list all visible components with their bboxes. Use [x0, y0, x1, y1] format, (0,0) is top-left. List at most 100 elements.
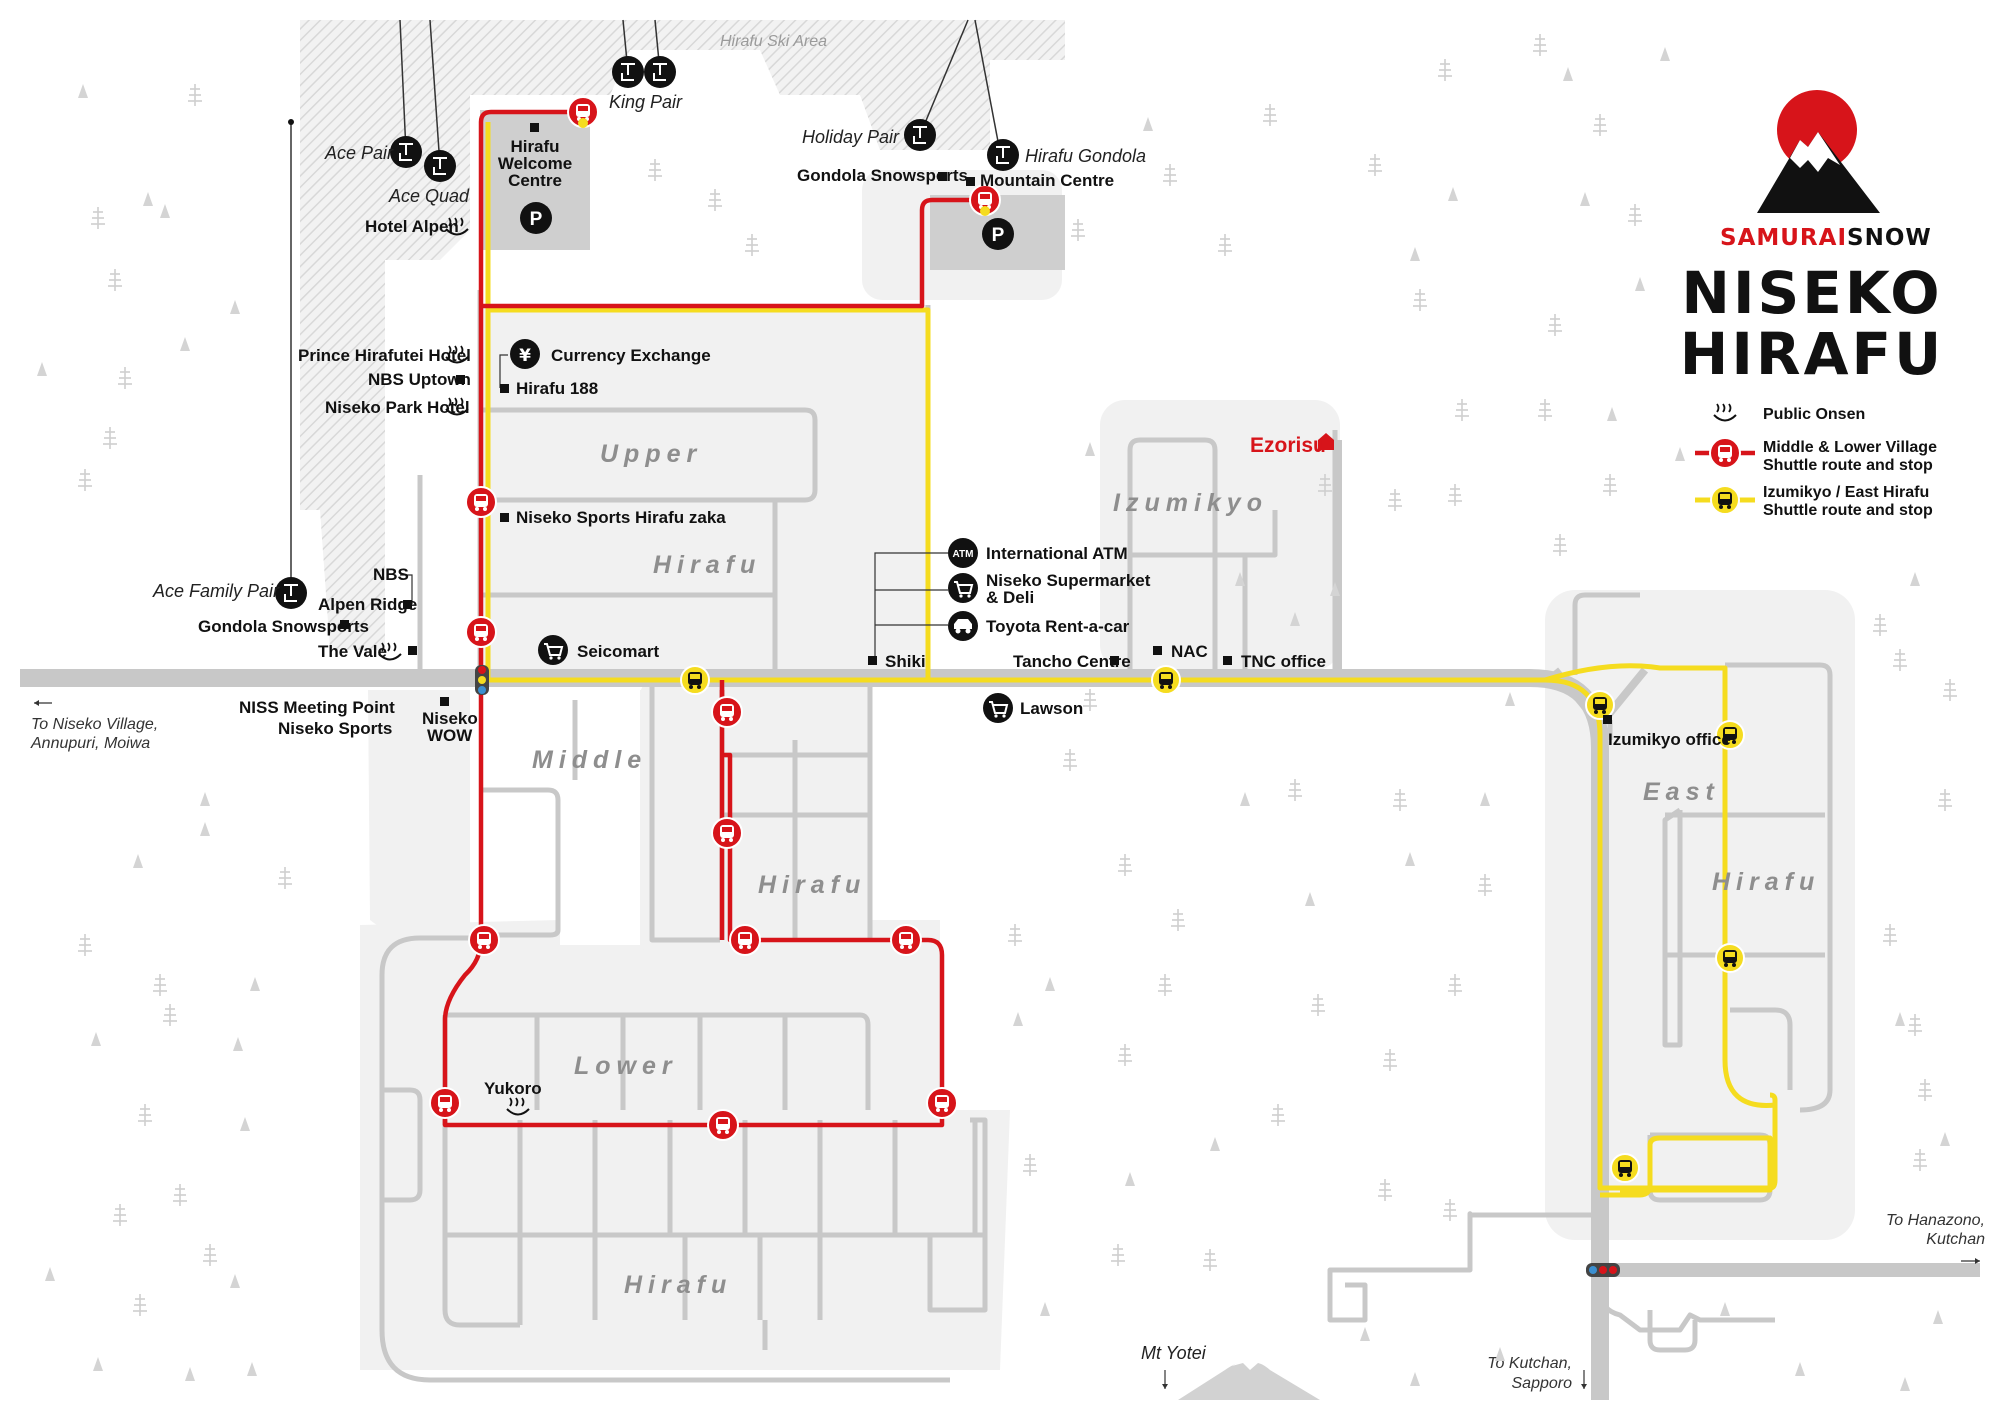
svg-text:To Hanazono,: To Hanazono, [1886, 1212, 1985, 1229]
svg-text:NAC: NAC [1171, 642, 1208, 661]
svg-text:Hotel Alpen: Hotel Alpen [365, 217, 459, 236]
lift-cables [290, 19, 1001, 588]
svg-text:Seicomart: Seicomart [577, 642, 660, 661]
atm-icon: ATM [948, 538, 978, 568]
svg-text:Hirafu: Hirafu [758, 871, 866, 899]
brand-logo [1757, 90, 1880, 213]
title-hirafu: HIRAFU [1680, 320, 1944, 388]
svg-text:Public Onsen: Public Onsen [1763, 406, 1865, 423]
seicomart-cart-icon [537, 634, 569, 666]
bus-stop-red[interactable] [711, 817, 743, 849]
ski-area-hatch [300, 20, 1065, 650]
traffic-light-left [475, 665, 489, 695]
bus-stop-red[interactable] [468, 924, 500, 956]
bus-stop-red[interactable] [707, 1109, 739, 1141]
svg-text:Hirafu: Hirafu [624, 1271, 732, 1299]
traffic-light-right [1586, 1263, 1620, 1277]
svg-text:ATM: ATM [953, 549, 974, 560]
svg-text:¥: ¥ [519, 346, 531, 366]
svg-text:Gondola Snowsports: Gondola Snowsports [797, 166, 968, 185]
svg-text:To Niseko Village,: To Niseko Village, [31, 716, 158, 733]
svg-text:Mt Yotei: Mt Yotei [1141, 1343, 1207, 1363]
bus-stop-yellow[interactable] [1715, 943, 1745, 973]
svg-text:Shuttle route and stop: Shuttle route and stop [1763, 502, 1933, 519]
bus-stop-red[interactable] [429, 1087, 461, 1119]
svg-text:Middle & Lower Village: Middle & Lower Village [1763, 439, 1937, 456]
legend-yellow-bus-icon [1710, 485, 1740, 515]
svg-text:P: P [530, 209, 543, 230]
svg-text:Ace Quad: Ace Quad [388, 186, 470, 206]
title-niseko: NISEKO [1681, 259, 1942, 327]
svg-text:Hirafu Gondola: Hirafu Gondola [1025, 146, 1146, 166]
svg-text:Tancho Centre: Tancho Centre [1013, 652, 1131, 671]
lift-labels: King Pair Ace Pair Ace Quad Holiday Pair… [152, 92, 1146, 601]
svg-text:Niseko Supermarket: Niseko Supermarket [986, 571, 1151, 590]
stop-yellow-dot [578, 118, 588, 128]
svg-text:Hirafu: Hirafu [1712, 868, 1820, 896]
gondola-icon[interactable] [986, 138, 1020, 172]
svg-text:Sapporo: Sapporo [1512, 1375, 1573, 1392]
ezorisu-house-icon [1318, 433, 1334, 450]
svg-text:Lower: Lower [574, 1052, 678, 1080]
svg-text:Ezorisu: Ezorisu [1250, 434, 1326, 457]
bus-stop-red[interactable] [926, 1087, 958, 1119]
svg-text:Annupuri, Moiwa: Annupuri, Moiwa [30, 735, 150, 752]
bus-stop-red[interactable] [711, 696, 743, 728]
svg-text:Lawson: Lawson [1020, 699, 1083, 718]
lawson-cart-icon [982, 692, 1014, 724]
area-labels: Upper Hirafu Middle Hirafu Lower Hirafu … [532, 440, 1820, 1299]
leader-lines [400, 354, 948, 663]
svg-text:International ATM: International ATM [986, 544, 1128, 563]
parking-icon: P [982, 218, 1014, 250]
svg-text:NBS: NBS [373, 565, 409, 584]
lift-top-dot [288, 119, 294, 125]
bus-stop-yellow[interactable] [680, 665, 710, 695]
supermarket-cart-icon [947, 572, 979, 604]
bus-stop-red[interactable] [890, 924, 922, 956]
svg-text:The Vale: The Vale [318, 642, 387, 661]
rental-car-icon [948, 611, 978, 641]
parking-icon: P [520, 202, 552, 234]
svg-text:Middle: Middle [532, 746, 647, 774]
svg-text:NISS Meeting Point: NISS Meeting Point [239, 698, 395, 717]
svg-text:Izumikyo: Izumikyo [1113, 489, 1268, 517]
svg-text:Hirafu: Hirafu [653, 551, 761, 579]
legend-red-bus-icon [1709, 437, 1741, 469]
svg-text:East: East [1643, 778, 1720, 806]
bus-stop-red[interactable] [465, 616, 497, 648]
holiday-pair-lift-icon[interactable] [903, 118, 937, 152]
svg-text:Niseko Sports: Niseko Sports [278, 719, 392, 738]
svg-text:WOW: WOW [427, 726, 473, 745]
place-markers [340, 123, 1612, 724]
svg-text:Currency Exchange: Currency Exchange [551, 346, 711, 365]
svg-text:Hirafu 188: Hirafu 188 [516, 379, 598, 398]
svg-text:Welcome: Welcome [498, 154, 572, 173]
bus-stop-red[interactable] [729, 924, 761, 956]
village-blocks [360, 110, 1855, 1370]
svg-text:Niseko: Niseko [422, 709, 478, 728]
svg-text:Gondola Snowsports: Gondola Snowsports [198, 617, 369, 636]
svg-text:Shuttle route and stop: Shuttle route and stop [1763, 457, 1933, 474]
svg-text:Centre: Centre [508, 171, 562, 190]
bus-stop-yellow[interactable] [1585, 690, 1615, 720]
bus-stop-yellow[interactable] [1610, 1153, 1640, 1183]
ace-quad-lift-icon[interactable] [423, 149, 457, 183]
svg-text:Holiday Pair: Holiday Pair [802, 127, 900, 147]
king-pair-lift-icon[interactable] [611, 55, 645, 89]
stop-yellow-dot [980, 206, 990, 216]
bus-stop-red[interactable] [465, 486, 497, 518]
yen-icon: ¥ [510, 339, 540, 369]
king-pair-lift-icon[interactable] [643, 55, 677, 89]
svg-text:Ace Family Pair: Ace Family Pair [152, 581, 280, 601]
svg-text:Toyota Rent-a-car: Toyota Rent-a-car [986, 617, 1130, 636]
bus-stop-yellow[interactable] [1151, 665, 1181, 695]
ace-pair-lift-icon[interactable] [389, 135, 423, 169]
ski-area-label: Hirafu Ski Area [720, 33, 827, 50]
svg-text:Kutchan: Kutchan [1926, 1231, 1985, 1248]
svg-text:To Kutchan,: To Kutchan, [1487, 1355, 1572, 1372]
svg-text:Yukoro: Yukoro [484, 1079, 542, 1098]
svg-text:Upper: Upper [600, 440, 702, 468]
ace-family-pair-lift-icon[interactable] [274, 576, 308, 610]
direction-labels: To Niseko Village, Annupuri, Moiwa To Ha… [30, 700, 1985, 1392]
